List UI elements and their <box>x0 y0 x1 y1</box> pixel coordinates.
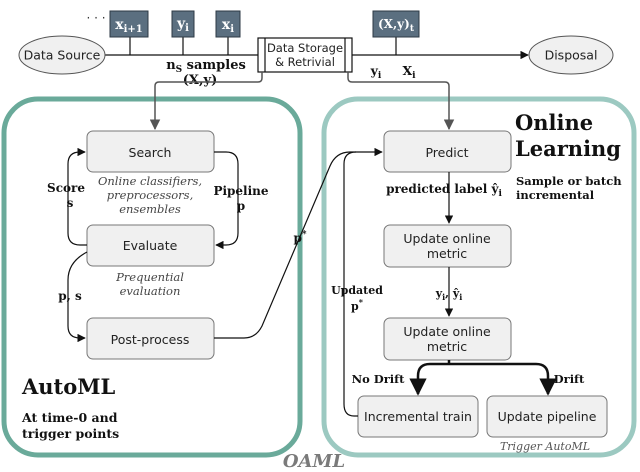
disposal-node <box>528 35 614 75</box>
stream-token-box <box>372 10 420 38</box>
update-metric-node-2 <box>383 317 512 361</box>
drift-branch-arrow <box>449 362 557 396</box>
postprocess-to-predict-arrow <box>214 147 383 339</box>
update-metric-1-line2: metric <box>427 246 467 261</box>
stream-token-label: (X,y)t <box>378 17 415 34</box>
storage-output-y-label: yi <box>370 63 382 81</box>
automl-subtitle-line2: trigger points <box>22 426 119 441</box>
no-drift-label: No Drift <box>352 372 406 386</box>
predict-label: Predict <box>425 145 468 160</box>
updated-p-star-loop <box>343 151 358 417</box>
samples-pair-label: (X,y) <box>183 73 217 88</box>
top-flow-lines <box>104 37 529 60</box>
data-storage-node <box>257 37 353 73</box>
data-storage-line1: Data Storage <box>267 41 343 55</box>
update-pipeline-node <box>486 395 608 438</box>
evaluate-note-line2: evaluation <box>120 284 181 298</box>
online-title-line1: Online <box>515 110 593 135</box>
score-label: Score <box>47 181 85 195</box>
online-title-line2: Learning <box>515 136 621 161</box>
search-note-line3: ensembles <box>119 202 181 216</box>
yi-yhat-label: yi, ŷi <box>435 287 463 302</box>
predict-node <box>383 130 512 173</box>
automl-subtitle-line1: At time-0 and <box>21 410 118 425</box>
stream-token-label: yi <box>176 16 189 34</box>
score-loop-arrow <box>67 147 87 246</box>
stream-token-box <box>171 10 195 38</box>
disposal-label: Disposal <box>545 48 598 63</box>
pipeline-loop-arrow <box>214 151 239 250</box>
stream-token-box <box>215 10 241 38</box>
stream-token-x-i-plus-1: xi+1 <box>109 10 149 38</box>
stream-token-y-i: yi <box>171 10 195 38</box>
stream-ellipsis: · · · <box>86 11 105 25</box>
samples-label: nS samples <box>166 58 246 75</box>
stream-token-label: xi <box>222 17 234 35</box>
update-metric-2-line1: Update online <box>403 324 491 339</box>
stream-token-x-i: xi <box>215 10 241 38</box>
evaluate-to-postprocess-arrow <box>67 251 88 343</box>
search-label: Search <box>129 145 172 160</box>
update-pipeline-label: Update pipeline <box>498 409 597 424</box>
p-star-label: p* <box>293 230 306 245</box>
data-source-label: Data Source <box>24 48 101 63</box>
data-storage-line2: & Retrivial <box>275 55 335 69</box>
update-metric-1-line1: Update online <box>403 231 491 246</box>
evaluate-note-line1: Prequential <box>115 270 184 284</box>
incremental-train-label: Incremental train <box>364 409 472 424</box>
predicted-label: predicted label ŷi <box>386 182 502 199</box>
search-note-line1: Online classifiers, <box>98 174 202 188</box>
trigger-automl-label: Trigger AutoML <box>500 440 590 453</box>
update-metric-2-line2: metric <box>427 339 467 354</box>
evaluate-label: Evaluate <box>123 238 178 253</box>
stream-token-xy-t: (X,y)t <box>372 10 420 38</box>
updated-p-label: p* <box>351 297 364 313</box>
post-process-label: Post-process <box>111 332 190 347</box>
score-symbol: s <box>67 196 74 210</box>
stream-token-label: xi+1 <box>115 17 143 35</box>
no-drift-branch-arrow <box>409 362 449 396</box>
storage-to-predict-arrow <box>347 72 455 131</box>
online-subtitle-line2: incremental <box>516 188 595 202</box>
online-learning-container <box>321 96 637 458</box>
pipeline-symbol: p <box>237 199 245 213</box>
pipeline-label: Pipeline <box>213 184 268 198</box>
update-metric-node-1 <box>383 224 512 268</box>
storage-output-x-label: Xi <box>402 63 416 81</box>
automl-container <box>1 96 303 458</box>
updated-label: Updated <box>331 284 383 297</box>
ps-label: p, s <box>58 289 82 303</box>
data-source-node <box>18 35 106 75</box>
stream-token-box <box>109 10 149 38</box>
online-subtitle-line1: Sample or batch <box>516 174 622 188</box>
drift-label: Drift <box>554 372 585 386</box>
automl-title: AutoML <box>21 374 116 399</box>
storage-to-search-arrow <box>149 72 263 131</box>
search-note-line2: preprocessors, <box>107 188 193 202</box>
oaml-title: OAML <box>283 451 345 472</box>
